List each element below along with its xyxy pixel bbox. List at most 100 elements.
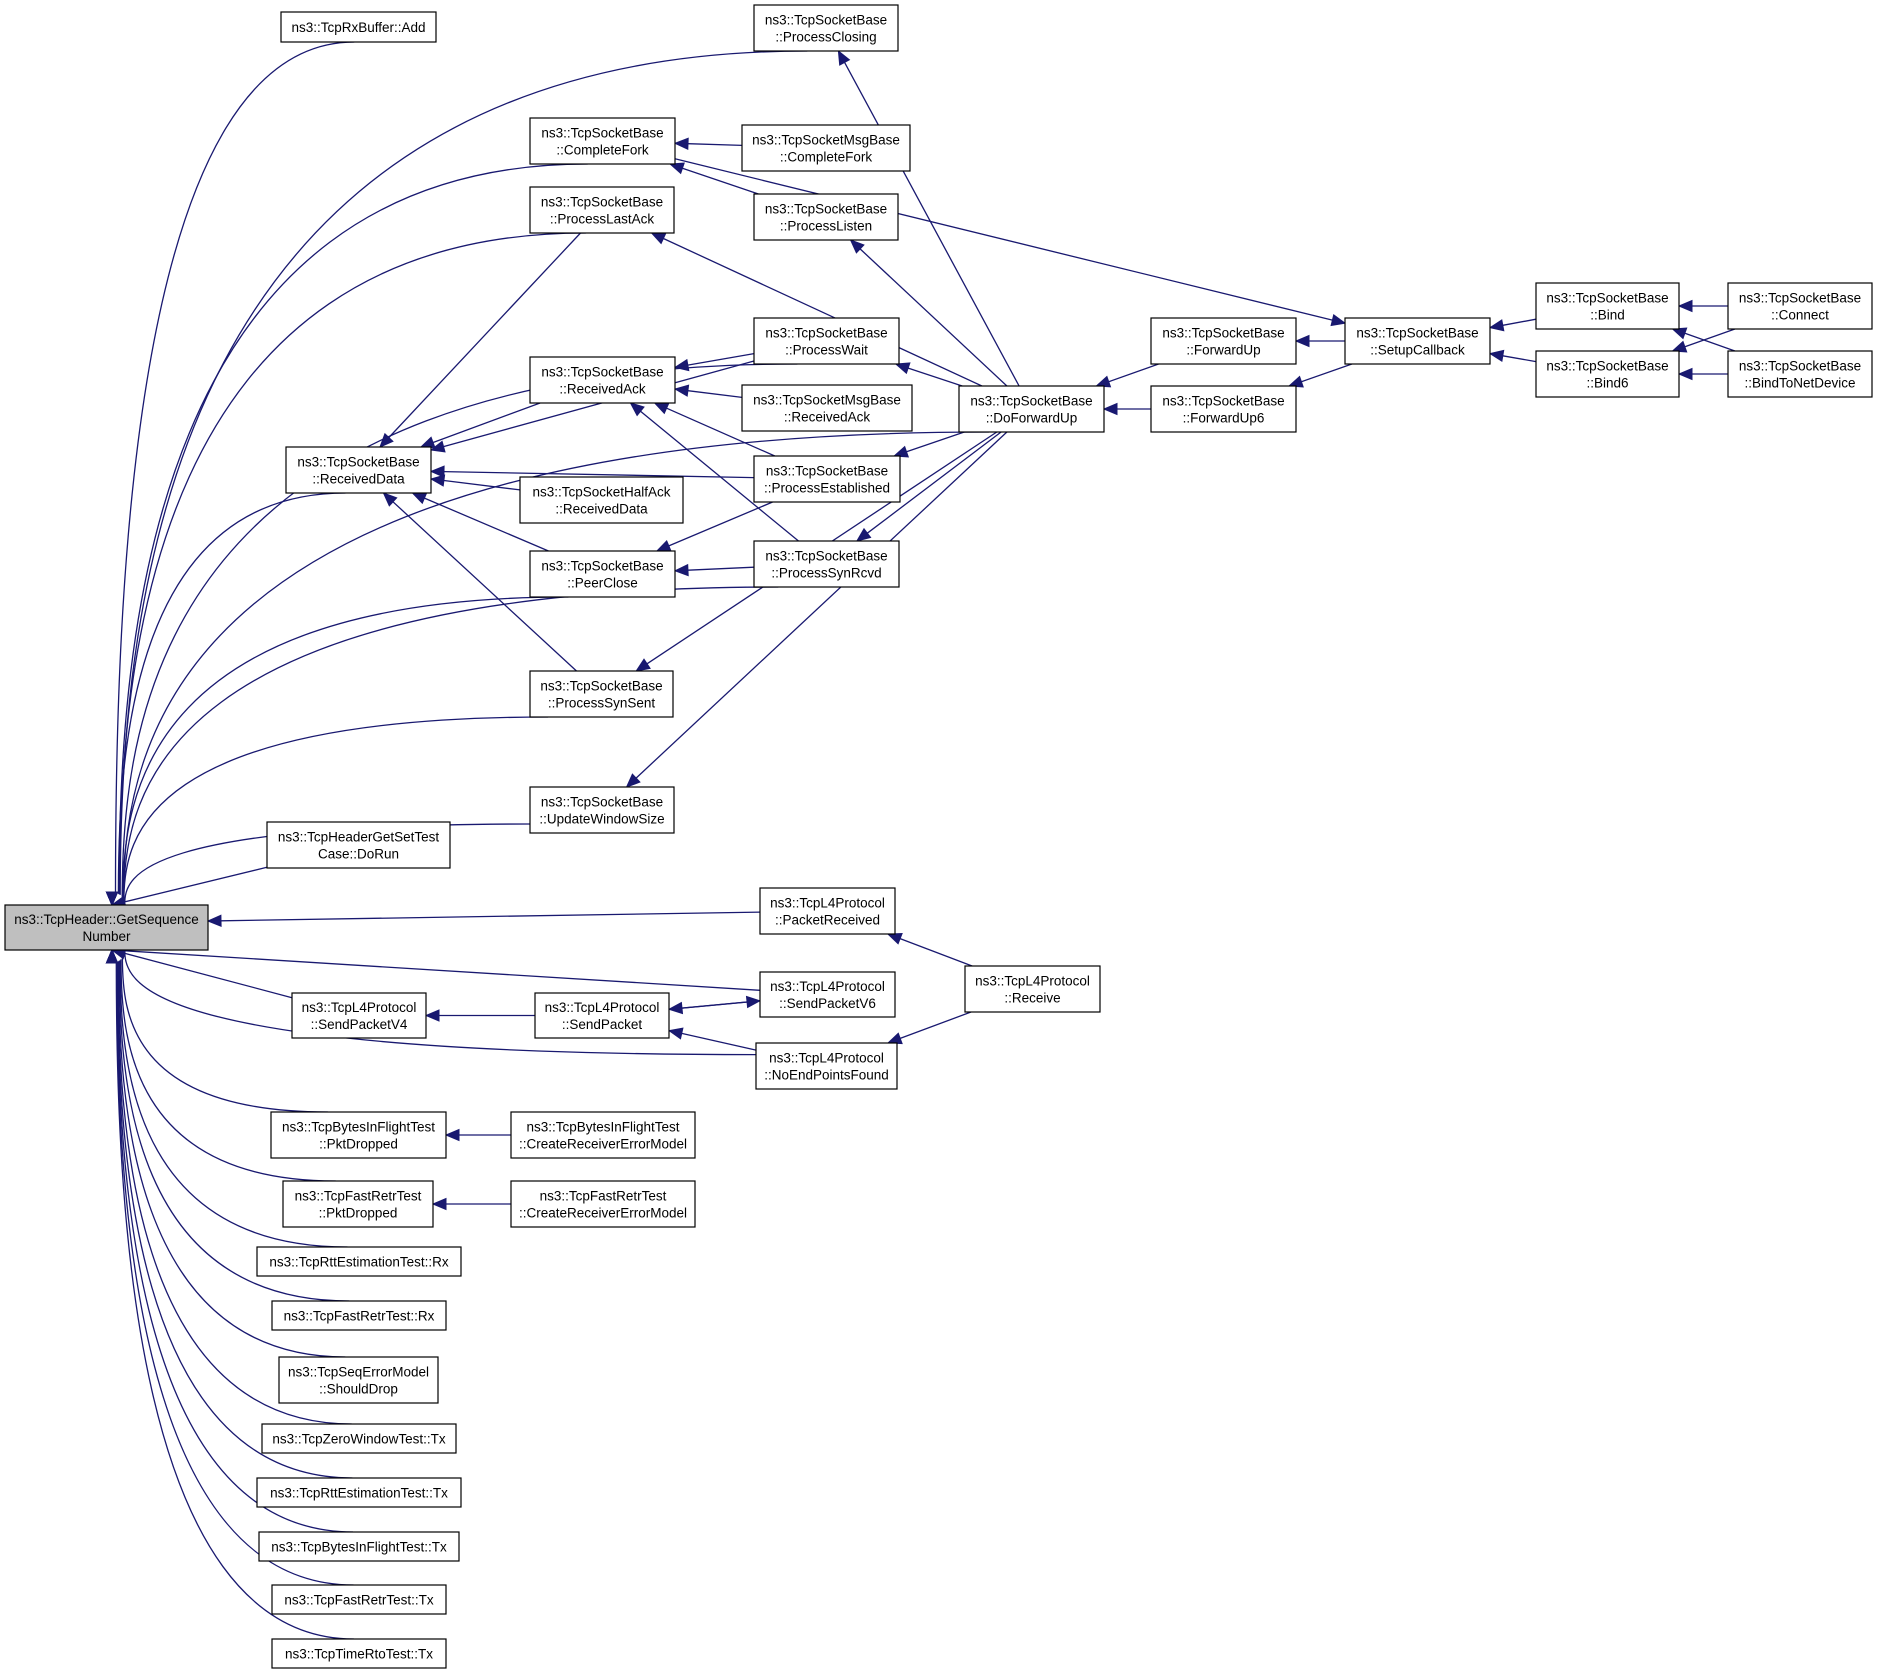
- node-box[interactable]: [261, 1423, 457, 1454]
- function-node-bif-tx[interactable]: ns3::TcpBytesInFlightTest::Tx: [258, 1531, 460, 1562]
- node-box[interactable]: [1535, 350, 1680, 398]
- function-node-forward-up6[interactable]: ns3::TcpSocketBase::ForwardUp6: [1150, 385, 1297, 433]
- node-box[interactable]: [266, 821, 451, 869]
- function-node-forward-up[interactable]: ns3::TcpSocketBase::ForwardUp: [1150, 317, 1297, 365]
- function-node-process-closing[interactable]: ns3::TcpSocketBase::ProcessClosing: [753, 4, 899, 52]
- function-node-fr-create-rem[interactable]: ns3::TcpFastRetrTest::CreateReceiverErro…: [510, 1180, 696, 1228]
- node-box[interactable]: [759, 887, 896, 935]
- node-box[interactable]: [271, 1584, 447, 1615]
- node-box[interactable]: [529, 786, 675, 834]
- function-node-packet-received[interactable]: ns3::TcpL4Protocol::PacketReceived: [759, 887, 896, 935]
- node-box[interactable]: [282, 1180, 434, 1228]
- node-box[interactable]: [256, 1246, 462, 1277]
- function-node-half-ack-received-data[interactable]: ns3::TcpSocketHalfAck::ReceivedData: [519, 476, 684, 524]
- node-box[interactable]: [753, 317, 900, 365]
- function-node-setup-callback[interactable]: ns3::TcpSocketBase::SetupCallback: [1344, 317, 1491, 365]
- node-box[interactable]: [534, 992, 670, 1039]
- node-box[interactable]: [278, 1356, 439, 1404]
- node-box[interactable]: [270, 1111, 447, 1159]
- node-box[interactable]: [753, 4, 899, 52]
- node-box[interactable]: [519, 476, 684, 524]
- function-node-rtt-tx[interactable]: ns3::TcpRttEstimationTest::Tx: [256, 1477, 462, 1508]
- function-node-rxbuf-add[interactable]: ns3::TcpRxBuffer::Add: [280, 11, 437, 43]
- node-box[interactable]: [285, 446, 432, 494]
- function-node-bif-create-rem[interactable]: ns3::TcpBytesInFlightTest::CreateReceive…: [510, 1111, 696, 1159]
- call-edge: [118, 960, 350, 1302]
- node-box[interactable]: [529, 186, 675, 234]
- function-node-fr-tx[interactable]: ns3::TcpFastRetrTest::Tx: [271, 1584, 447, 1615]
- node-label: ns3::TcpSocketBase: [1546, 291, 1668, 306]
- node-box[interactable]: [510, 1180, 696, 1228]
- arrow-head-icon: [1330, 313, 1347, 327]
- node-box[interactable]: [1727, 350, 1873, 398]
- node-box[interactable]: [755, 1042, 898, 1090]
- node-box[interactable]: [529, 550, 676, 598]
- function-node-bind[interactable]: ns3::TcpSocketBase::Bind: [1535, 282, 1680, 330]
- node-box[interactable]: [256, 1477, 462, 1508]
- function-node-msg-complete-fork[interactable]: ns3::TcpSocketMsgBase::CompleteFork: [741, 124, 911, 172]
- function-node-no-end-points-found[interactable]: ns3::TcpL4Protocol::NoEndPointsFound: [755, 1042, 898, 1090]
- function-node-zw-tx[interactable]: ns3::TcpZeroWindowTest::Tx: [261, 1423, 457, 1454]
- node-box[interactable]: [1150, 385, 1297, 433]
- node-box[interactable]: [753, 455, 901, 503]
- function-node-msg-received-ack[interactable]: ns3::TcpSocketMsgBase::ReceivedAck: [741, 384, 913, 432]
- function-node-process-syn-rcvd[interactable]: ns3::TcpSocketBase::ProcessSynRcvd: [753, 540, 900, 588]
- node-box[interactable]: [510, 1111, 696, 1159]
- node-label: ::SendPacketV4: [311, 1017, 408, 1032]
- node-box[interactable]: [741, 384, 913, 432]
- function-node-bind-to-net-device[interactable]: ns3::TcpSocketBase::BindToNetDevice: [1727, 350, 1873, 398]
- node-box[interactable]: [1727, 282, 1873, 330]
- node-box[interactable]: [271, 1300, 447, 1331]
- function-node-send-packet-v4[interactable]: ns3::TcpL4Protocol::SendPacketV4: [291, 992, 427, 1039]
- function-node-received-ack[interactable]: ns3::TcpSocketBase::ReceivedAck: [529, 356, 676, 404]
- arrow-head-icon: [431, 1197, 447, 1211]
- function-node-complete-fork[interactable]: ns3::TcpSocketBase::CompleteFork: [529, 117, 676, 165]
- node-box[interactable]: [529, 356, 676, 404]
- node-box[interactable]: [1535, 282, 1680, 330]
- function-node-l4-receive[interactable]: ns3::TcpL4Protocol::Receive: [964, 965, 1101, 1013]
- function-node-send-packet[interactable]: ns3::TcpL4Protocol::SendPacket: [534, 992, 670, 1039]
- arrow-head-icon: [635, 658, 651, 672]
- function-node-bind6[interactable]: ns3::TcpSocketBase::Bind6: [1535, 350, 1680, 398]
- function-node-update-window-size[interactable]: ns3::TcpSocketBase::UpdateWindowSize: [529, 786, 675, 834]
- call-edge: [899, 1011, 972, 1040]
- node-box[interactable]: [753, 540, 900, 588]
- node-box[interactable]: [291, 992, 427, 1039]
- function-node-bif-pkt-dropped[interactable]: ns3::TcpBytesInFlightTest::PktDropped: [270, 1111, 447, 1159]
- function-node-rto-tx[interactable]: ns3::TcpTimeRtoTest::Tx: [271, 1638, 447, 1669]
- function-node-process-syn-sent[interactable]: ns3::TcpSocketBase::ProcessSynSent: [529, 670, 674, 718]
- function-node-do-forward-up[interactable]: ns3::TcpSocketBase::DoForwardUp: [958, 385, 1105, 433]
- function-node-process-listen[interactable]: ns3::TcpSocketBase::ProcessListen: [753, 193, 899, 241]
- function-node-process-established[interactable]: ns3::TcpSocketBase::ProcessEstablished: [753, 455, 901, 503]
- function-node-rtt-rx[interactable]: ns3::TcpRttEstimationTest::Rx: [256, 1246, 462, 1277]
- function-node-received-data[interactable]: ns3::TcpSocketBase::ReceivedData: [285, 446, 432, 494]
- node-box[interactable]: [271, 1638, 447, 1669]
- function-node-connect[interactable]: ns3::TcpSocketBase::Connect: [1727, 282, 1873, 330]
- function-node-peer-close[interactable]: ns3::TcpSocketBase::PeerClose: [529, 550, 676, 598]
- function-node-seq-error-should-drop[interactable]: ns3::TcpSeqErrorModel::ShouldDrop: [278, 1356, 439, 1404]
- function-node-fr-pkt-dropped[interactable]: ns3::TcpFastRetrTest::PktDropped: [282, 1180, 434, 1228]
- node-box[interactable]: [964, 965, 1101, 1013]
- arrow-head-icon: [382, 492, 398, 507]
- node-box[interactable]: [759, 971, 896, 1018]
- node-box[interactable]: [1344, 317, 1491, 365]
- node-box[interactable]: [1150, 317, 1297, 365]
- function-node-process-last-ack[interactable]: ns3::TcpSocketBase::ProcessLastAck: [529, 186, 675, 234]
- node-box[interactable]: [280, 11, 437, 43]
- node-label: ns3::TcpSocketBase: [540, 679, 662, 694]
- node-box[interactable]: [529, 670, 674, 718]
- node-box[interactable]: [4, 904, 209, 951]
- arrow-head-icon: [673, 358, 690, 372]
- node-box[interactable]: [529, 117, 676, 165]
- node-box[interactable]: [258, 1531, 460, 1562]
- node-box[interactable]: [753, 193, 899, 241]
- node-box[interactable]: [741, 124, 911, 172]
- node-label: ns3::TcpSocketBase: [1739, 291, 1861, 306]
- node-label: ::PacketReceived: [775, 913, 880, 928]
- function-node-process-wait[interactable]: ns3::TcpSocketBase::ProcessWait: [753, 317, 900, 365]
- function-node-send-packet-v6[interactable]: ns3::TcpL4Protocol::SendPacketV6: [759, 971, 896, 1018]
- function-node-fr-rx[interactable]: ns3::TcpFastRetrTest::Rx: [271, 1300, 447, 1331]
- node-box[interactable]: [958, 385, 1105, 433]
